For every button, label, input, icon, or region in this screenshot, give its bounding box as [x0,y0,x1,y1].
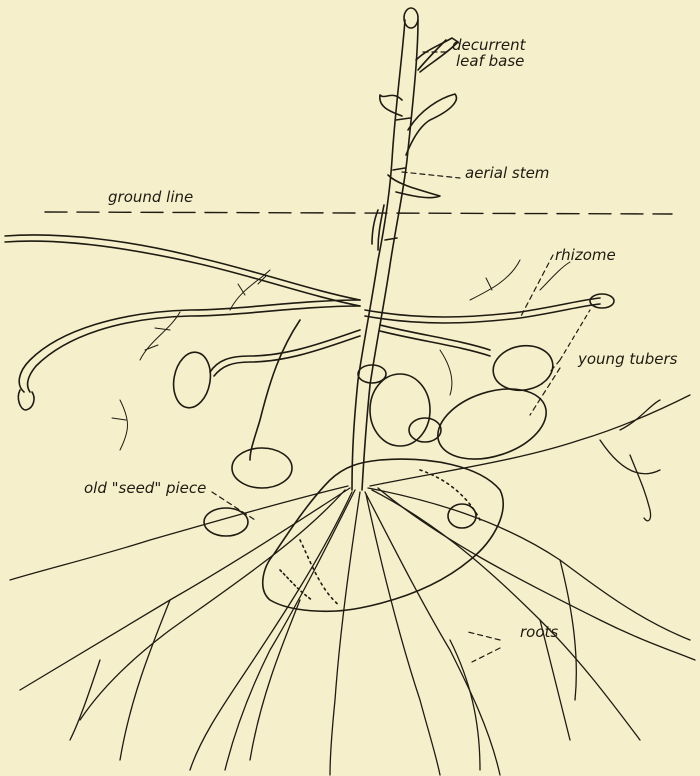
aerial-stem [352,8,418,490]
label-rhizome: rhizome [555,248,616,263]
label-young-tubers: young tubers [578,352,677,367]
label-decurrent-line2: leaf base [452,52,524,70]
label-aerial-stem: aerial stem [465,166,549,181]
label-decurrent-leaf-base: decurrent leaf base [452,38,532,70]
rhizomes [5,235,614,460]
ground-line [45,212,672,214]
label-ground-line: ground line [108,190,193,205]
young-tubers [169,341,556,536]
label-old-seed-piece: old "seed" piece [84,481,206,496]
label-leaders [212,52,590,662]
label-roots: roots [520,625,558,640]
